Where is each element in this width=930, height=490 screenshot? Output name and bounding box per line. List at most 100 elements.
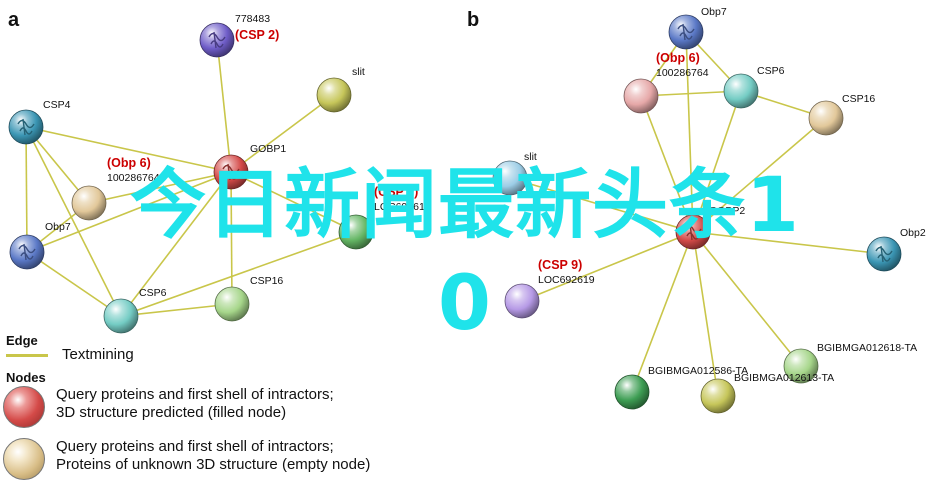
node-b_LOC692619[interactable]: LOC692619(CSP 9) xyxy=(504,258,595,319)
node-ball[interactable] xyxy=(199,22,235,58)
node-ball[interactable] xyxy=(700,378,736,414)
edge-a_GOBP1-a_CSP16 xyxy=(230,171,233,305)
node-label: GOBP2 xyxy=(709,205,745,217)
structure-glyph xyxy=(18,243,36,261)
node-annotation: (CSP 9) xyxy=(374,185,418,199)
legend-edge-swatch xyxy=(6,354,48,357)
structure-glyph xyxy=(17,118,35,136)
node-a_LOC692619[interactable]: LOC692619 (CSP 9) xyxy=(338,185,431,250)
node-label: Obp7 xyxy=(45,221,71,233)
edge-a_GOBP1-a_slit xyxy=(230,94,335,173)
node-b_BGIBMGA012586[interactable]: BGIBMGA012586-TA xyxy=(614,365,748,410)
node-a_CSP6[interactable]: CSP6 xyxy=(103,287,167,334)
legend-filled-line2: 3D structure predicted (filled node) xyxy=(56,404,287,421)
edge-b_GOBP2-b_BGIBMGA012618 xyxy=(692,231,802,367)
node-ball[interactable] xyxy=(675,214,711,250)
node-ball[interactable] xyxy=(71,185,107,221)
edge-a_Obp7-a_CSP6 xyxy=(26,251,122,317)
node-b_CSP6[interactable]: CSP6 xyxy=(723,65,785,109)
node-a_CSP16[interactable]: CSP16 xyxy=(214,275,283,322)
edge-b_GOBP2-b_Obp7 xyxy=(685,31,694,233)
node-label: Obp2 xyxy=(900,227,926,239)
node-ball[interactable] xyxy=(316,77,352,113)
node-ball[interactable] xyxy=(492,160,528,196)
node-ball[interactable] xyxy=(9,234,45,270)
node-label: BGIBMGA012613-TA xyxy=(734,372,834,384)
node-ball[interactable] xyxy=(8,109,44,145)
structure-glyph xyxy=(875,245,893,263)
node-a_778483[interactable]: 778483 (CSP 2) xyxy=(199,13,279,58)
node-a_slit[interactable]: slit xyxy=(316,66,365,113)
legend-nodes-title: Nodes xyxy=(6,370,46,385)
legend-empty-node-icon xyxy=(3,438,45,480)
nodes-layer: 778483(CSP 2)slitCSP4GOBP1100286764(Obp … xyxy=(8,6,926,414)
node-label: BGIBMGA012618-TA xyxy=(817,342,917,354)
node-label: slit xyxy=(524,151,537,163)
edge-b_GOBP2-b_100286764 xyxy=(640,95,694,233)
edge-b_GOBP2-b_BGIBMGA012613 xyxy=(692,231,719,397)
node-annotation: (Obp 6) xyxy=(656,51,700,65)
node-ball[interactable] xyxy=(866,236,902,272)
node-label: slit xyxy=(352,66,365,78)
node-annotation: (CSP 2) xyxy=(235,28,279,42)
edge-a_GOBP1-a_Obp7 xyxy=(26,171,232,253)
node-a_CSP4[interactable]: CSP4 xyxy=(8,99,71,145)
legend-empty-line1: Query proteins and first shell of intrac… xyxy=(56,438,334,455)
node-b_CSP16[interactable]: CSP16 xyxy=(808,93,875,136)
edge-b_GOBP2-b_CSP6 xyxy=(692,90,742,233)
node-ball[interactable] xyxy=(723,73,759,109)
node-b_BGIBMGA012613[interactable]: BGIBMGA012613-TA xyxy=(700,372,834,414)
legend-empty-line2: Proteins of unknown 3D structure (empty … xyxy=(56,456,371,473)
node-label: LOC692619 xyxy=(374,201,431,213)
node-label: CSP6 xyxy=(139,287,167,299)
legend-filled-node-icon xyxy=(3,386,45,428)
node-label: 100286764 xyxy=(656,67,709,79)
node-label: 778483 xyxy=(235,13,270,25)
node-ball[interactable] xyxy=(213,154,249,190)
node-label: BGIBMGA012586-TA xyxy=(648,365,748,377)
node-b_slit[interactable]: slit xyxy=(492,151,537,196)
legend-filled-line1: Query proteins and first shell of intrac… xyxy=(56,386,334,403)
node-a_GOBP1[interactable]: GOBP1 xyxy=(213,143,286,190)
node-ball[interactable] xyxy=(103,298,139,334)
node-ball[interactable] xyxy=(338,214,374,250)
structure-glyph xyxy=(677,23,695,41)
node-label: CSP4 xyxy=(43,99,71,111)
structure-glyph xyxy=(222,163,240,181)
node-b_BGIBMGA012618[interactable]: BGIBMGA012618-TA xyxy=(783,342,917,384)
node-ball[interactable] xyxy=(668,14,704,50)
edge-b_GOBP2-b_BGIBMGA012586 xyxy=(631,231,694,393)
node-label: 100286764 xyxy=(107,172,160,184)
edges-layer xyxy=(25,31,885,397)
node-b_Obp7[interactable]: Obp7 xyxy=(668,6,727,50)
edge-a_GOBP1-a_CSP6 xyxy=(120,171,232,317)
node-a_Obp7[interactable]: Obp7 xyxy=(9,221,71,270)
structure-glyph xyxy=(684,223,702,241)
panel-label-b: b xyxy=(467,9,479,31)
legend-edge-label: Textmining xyxy=(62,346,134,363)
node-ball[interactable] xyxy=(614,374,650,410)
node-ball[interactable] xyxy=(783,348,819,384)
edge-b_GOBP2-b_CSP16 xyxy=(692,117,827,233)
node-ball[interactable] xyxy=(504,283,540,319)
edge-a_CSP6-a_LOC692619 xyxy=(120,231,357,317)
legend-edge-title: Edge xyxy=(6,333,38,348)
node-ball[interactable] xyxy=(214,286,250,322)
node-ball[interactable] xyxy=(623,78,659,114)
node-a_100286764[interactable]: 100286764(Obp 6) xyxy=(71,156,160,221)
edge-b_GOBP2-b_LOC692619 xyxy=(521,231,694,302)
edge-a_GOBP1-a_778483 xyxy=(216,39,232,173)
edge-b_GOBP2-b_slit xyxy=(509,177,694,233)
edge-b_GOBP2-b_Obp2 xyxy=(692,231,885,255)
node-label: GOBP1 xyxy=(250,143,286,155)
edge-a_CSP6-a_CSP16 xyxy=(120,303,233,317)
node-ball[interactable] xyxy=(808,100,844,136)
node-label: CSP6 xyxy=(757,65,785,77)
node-b_GOBP2[interactable]: GOBP2 xyxy=(675,205,745,250)
node-label: LOC692619 xyxy=(538,274,595,286)
edge-a_CSP4-a_Obp7 xyxy=(25,126,28,253)
legend: Edge Textmining Nodes Query proteins and… xyxy=(0,330,460,490)
node-b_Obp2[interactable]: Obp2 xyxy=(866,227,926,272)
node-b_100286764[interactable]: 100286764 (Obp 6) xyxy=(623,51,709,114)
